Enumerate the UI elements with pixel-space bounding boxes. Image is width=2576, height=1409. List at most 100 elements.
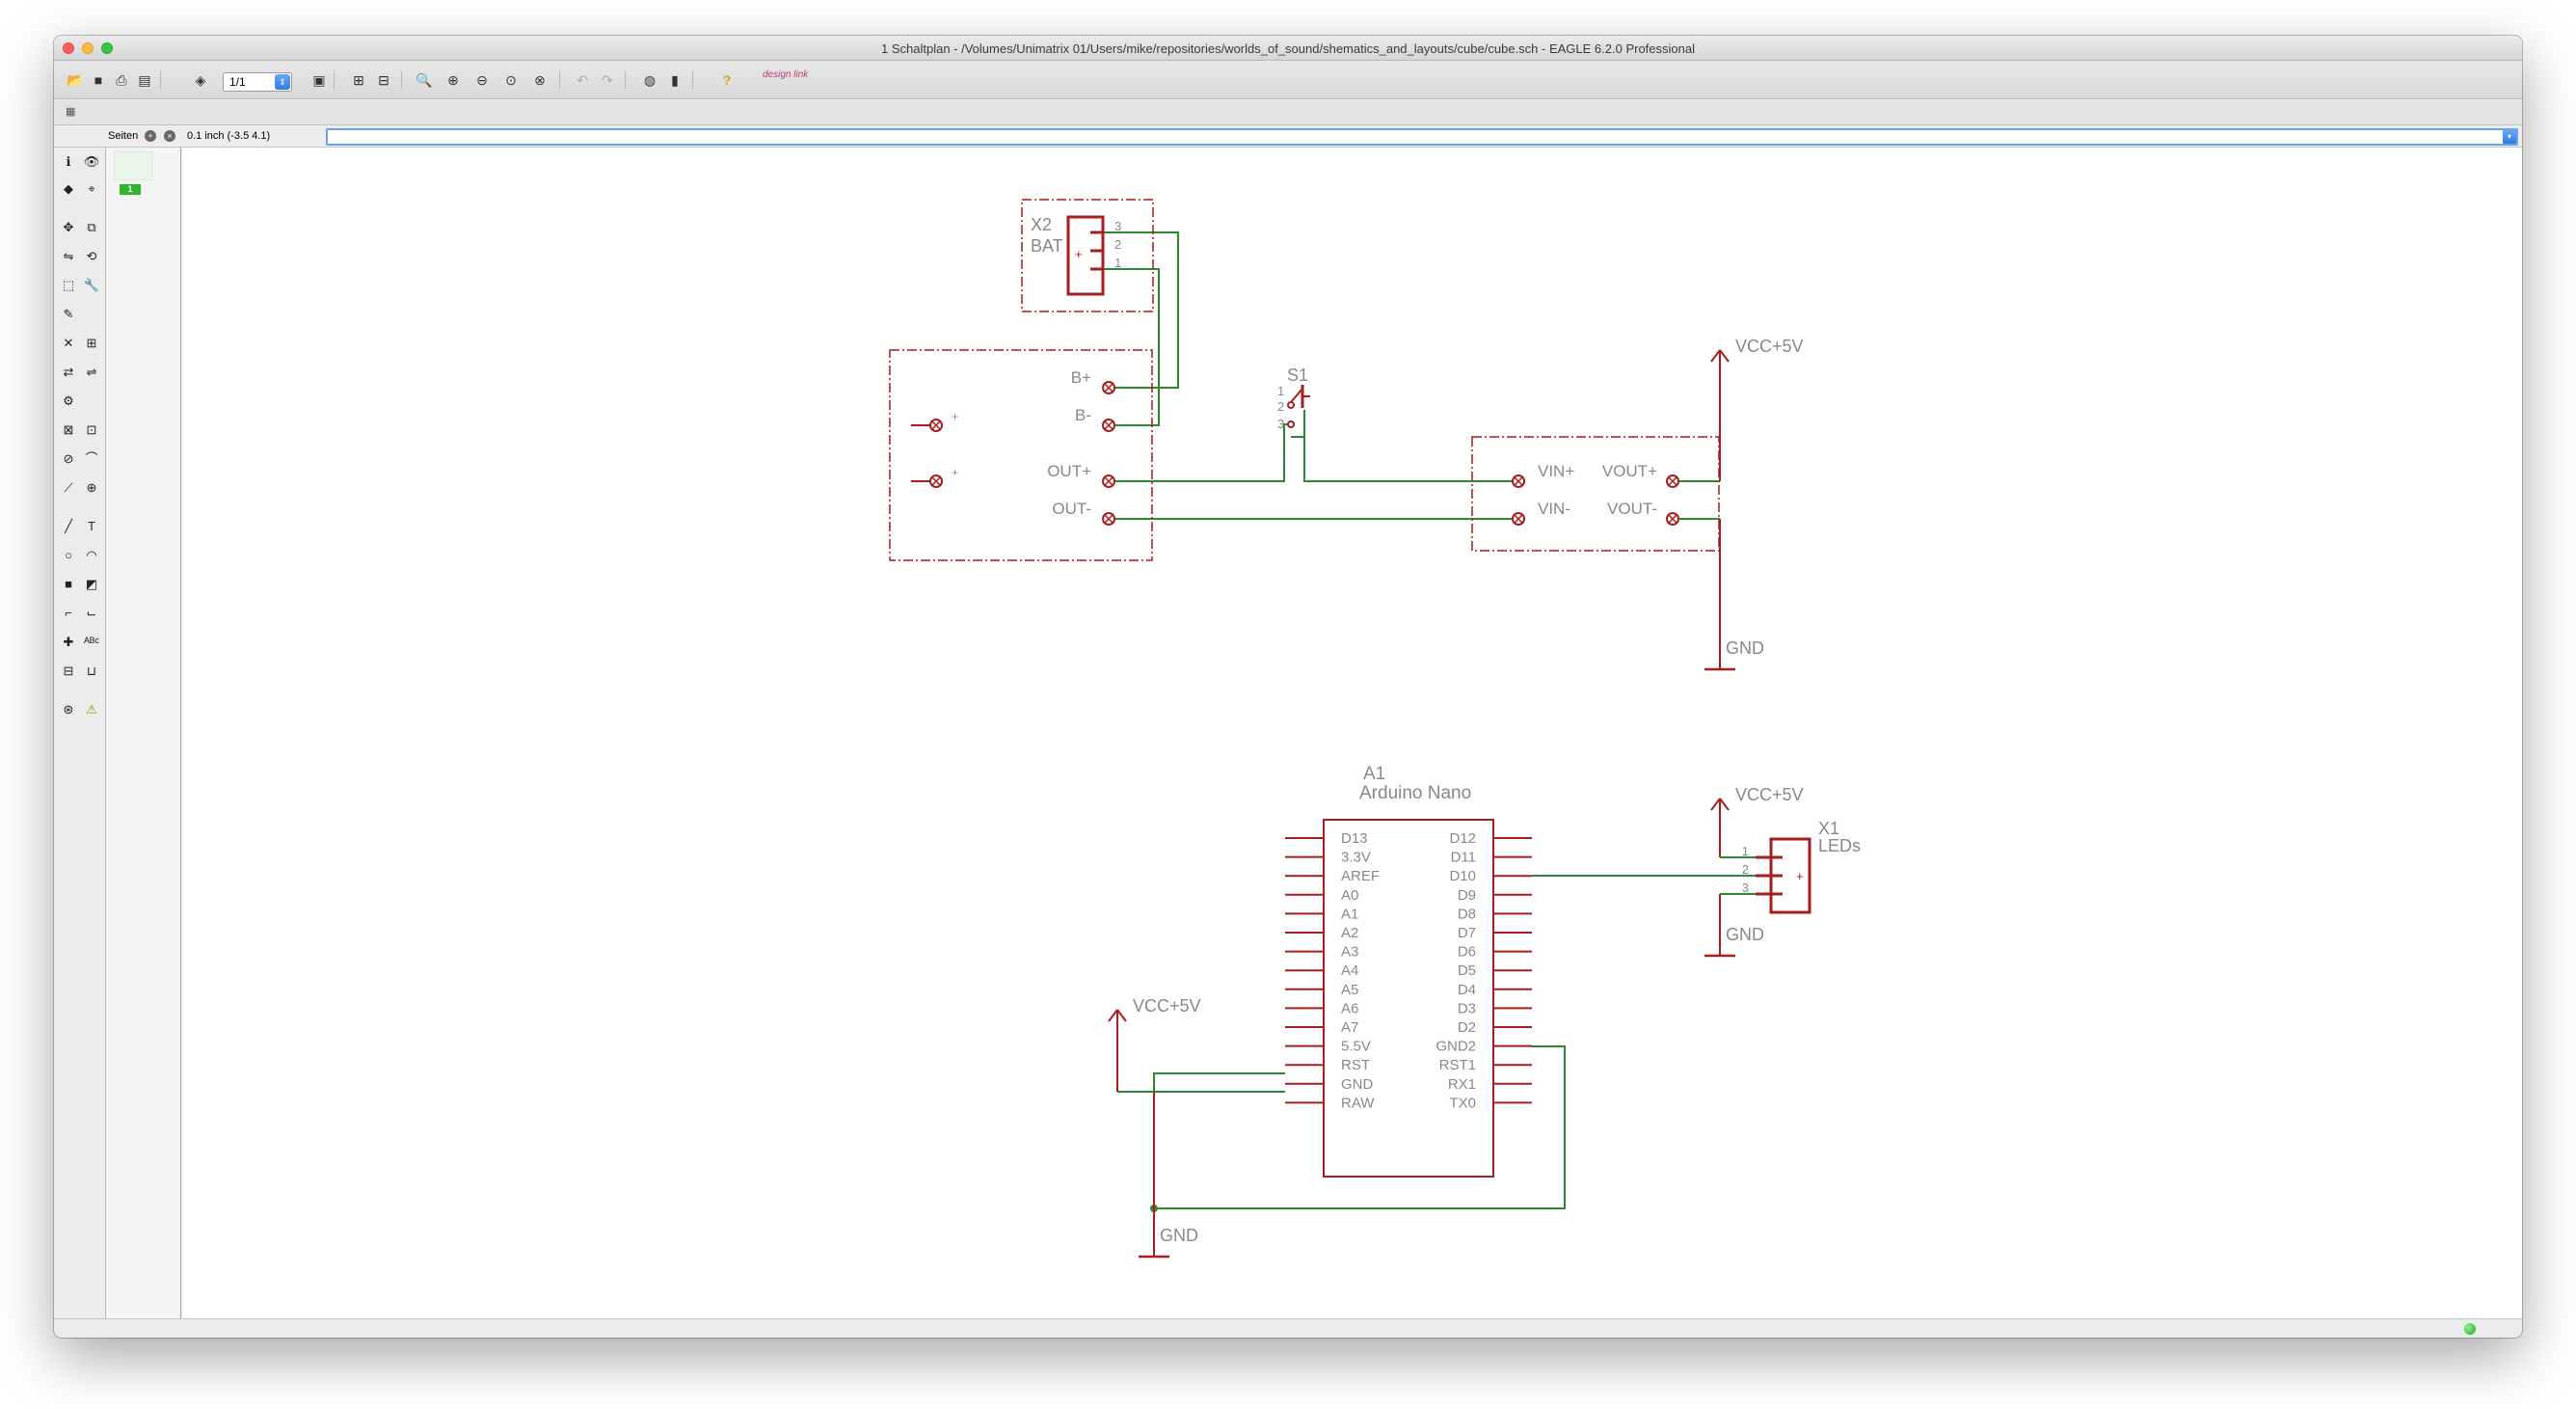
a1-body	[1323, 819, 1494, 1178]
move-icon[interactable]: ✥	[63, 220, 74, 234]
rotate-icon[interactable]: ⟲	[86, 249, 97, 263]
show-icon[interactable]: 👁	[83, 154, 100, 169]
net-wire	[1104, 231, 1179, 389]
design-link-button[interactable]: design link	[763, 69, 809, 80]
wire-icon[interactable]: ╱	[65, 519, 72, 533]
pad-cross	[1668, 514, 1677, 524]
mirror-icon[interactable]: ⇋	[63, 249, 74, 263]
redo-icon[interactable]: ↷	[602, 72, 613, 88]
stop-icon[interactable]: ◍	[643, 72, 657, 88]
mark-icon[interactable]: ⌖	[88, 181, 95, 196]
close-window-button[interactable]	[63, 42, 74, 54]
zoom-window-button[interactable]	[101, 42, 113, 54]
script-icon[interactable]: ⊞	[353, 72, 364, 88]
symbols	[889, 199, 1811, 1259]
ulp-icon[interactable]: ⊟	[378, 72, 389, 88]
group-icon[interactable]: ⬚	[62, 278, 75, 292]
save-icon[interactable]: ■	[94, 72, 103, 88]
x2-pin-number: 2	[1114, 237, 1121, 252]
erc-icon[interactable]: ⊛	[63, 702, 74, 717]
info-icon[interactable]: ℹ	[66, 154, 71, 169]
copy-icon[interactable]: ⧉	[87, 220, 96, 234]
gnd-label: GND	[1160, 1226, 1198, 1245]
a1-left-pin-label: GND	[1341, 1076, 1374, 1093]
vcc-label: VCC+5V	[1735, 337, 1804, 356]
junction-icon[interactable]: ✚	[63, 635, 74, 649]
a1-left-pin-label: A1	[1341, 906, 1358, 922]
label-icon[interactable]: ᴬᴮᶜ	[84, 635, 99, 649]
zoom-out-icon[interactable]: ⊖	[476, 72, 488, 88]
pad-cross	[1668, 476, 1677, 486]
polygon-icon[interactable]: ◩	[85, 577, 98, 591]
invoke-icon[interactable]: ⊕	[86, 480, 97, 495]
change-icon[interactable]: 🔧	[83, 278, 100, 292]
pad-marker	[1666, 512, 1679, 526]
arc-icon[interactable]: ◠	[86, 548, 97, 562]
vcc-arrow	[1719, 349, 1730, 363]
net-wire	[1104, 268, 1160, 426]
errors-icon[interactable]: ⚠	[86, 702, 97, 717]
help-icon[interactable]: ?	[722, 72, 732, 88]
sheet-select[interactable]: 1/1⇕	[223, 72, 292, 92]
net-wire	[1153, 1072, 1285, 1208]
status-indicator-icon	[2464, 1323, 2476, 1335]
a1-left-pin-label: 3.3V	[1341, 850, 1371, 866]
pinswap-icon[interactable]: ⇄	[63, 365, 74, 379]
gateswap-icon[interactable]: ⚙	[63, 393, 74, 408]
value-icon[interactable]: ⊡	[86, 422, 97, 437]
miter-icon[interactable]: ⌒	[85, 451, 98, 466]
name-icon[interactable]: ⊠	[63, 422, 74, 437]
replace-icon[interactable]: ⇌	[86, 365, 97, 379]
minimize-window-button[interactable]	[82, 42, 94, 54]
a1-left-pin-label: AREF	[1341, 868, 1380, 884]
attribute-icon[interactable]: ⊟	[63, 664, 74, 678]
vcc-arrow	[1116, 1009, 1127, 1022]
s1-pin-number: 1	[1277, 384, 1284, 398]
chevron-updown-icon[interactable]: ⇕	[275, 74, 290, 90]
go-icon[interactable]: ▮	[671, 72, 679, 88]
a1-right-pin-label: D11	[1451, 850, 1476, 866]
zoom-fit-icon[interactable]: 🔍	[416, 72, 433, 88]
page-number-badge[interactable]: 1	[120, 184, 141, 195]
x1-pin-number: 1	[1742, 844, 1749, 858]
charger-pin-label: B+	[1071, 368, 1091, 387]
board-icon[interactable]: ▣	[312, 72, 326, 88]
a1-right-pin-label: D5	[1458, 962, 1476, 979]
labels: X2BAT321+B+B-OUT+OUT-++S1123VIN+VIN-VOUT…	[952, 215, 1861, 1245]
bus-icon[interactable]: ⌐	[65, 606, 72, 620]
s1-contact	[1287, 420, 1295, 428]
display-icon[interactable]: ◆	[64, 181, 73, 196]
zoom-in-icon[interactable]: ⊕	[447, 72, 459, 88]
pages-remove-icon[interactable]: ×	[164, 130, 175, 142]
delete-icon[interactable]: ✕	[63, 336, 74, 350]
pad-cross	[1104, 514, 1114, 524]
frame-icon[interactable]: ⊔	[86, 664, 97, 678]
open-folder-icon[interactable]: 📂	[67, 72, 84, 88]
rect-icon[interactable]: ■	[65, 577, 72, 591]
cam-processor-icon[interactable]: ▤	[138, 72, 151, 88]
sheet-icon[interactable]: ◈	[195, 72, 206, 88]
command-input[interactable]: ▾	[326, 128, 2518, 146]
paste-icon[interactable]: ✎	[63, 307, 74, 321]
pages-add-icon[interactable]: +	[145, 130, 156, 142]
split-icon[interactable]: ⟋	[64, 480, 73, 495]
net-icon[interactable]: ⌙	[86, 606, 97, 620]
add-icon[interactable]: ⊞	[86, 336, 97, 350]
zoom-select-icon[interactable]: ⊗	[534, 72, 546, 88]
schematic-drawing[interactable]: X2BAT321+B+B-OUT+OUT-++S1123VIN+VIN-VOUT…	[182, 148, 2522, 1318]
vcc-arrow	[1710, 798, 1721, 811]
circle-icon[interactable]: ○	[65, 548, 72, 562]
x2-body	[1066, 215, 1105, 296]
grid-icon[interactable]: ▦	[66, 106, 76, 118]
a1-left-pin-label: A6	[1341, 1000, 1358, 1016]
status-bar	[54, 1318, 2522, 1338]
chevron-down-icon[interactable]: ▾	[2503, 130, 2516, 144]
undo-icon[interactable]: ↶	[577, 72, 588, 88]
a1-right-pin-label: D9	[1458, 887, 1476, 904]
zoom-redraw-icon[interactable]: ⊙	[505, 72, 517, 88]
smash-icon[interactable]: ⊘	[63, 451, 74, 466]
print-icon[interactable]: ⎙	[116, 72, 127, 88]
text-icon[interactable]: T	[88, 519, 95, 533]
page-thumbnail[interactable]	[114, 151, 152, 180]
